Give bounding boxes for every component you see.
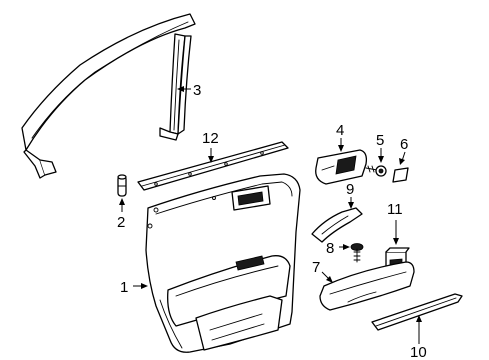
bolt	[350, 243, 364, 263]
handle-bezel	[311, 207, 363, 243]
callout-7: 7	[312, 259, 320, 276]
division-bar-channel	[159, 33, 192, 141]
callout-labels: 3 12 2 1 4 5 6 9 11 8 7 10	[117, 82, 427, 360]
trim-cap	[392, 167, 409, 183]
lower-molding-strip	[371, 293, 463, 331]
callout-6: 6	[400, 136, 408, 153]
leader-lines	[119, 86, 422, 344]
push-pin	[117, 174, 127, 197]
armrest-pad	[319, 261, 415, 311]
callout-1: 1	[120, 279, 128, 296]
callout-12: 12	[202, 130, 219, 147]
inside-door-handle	[315, 149, 368, 185]
callout-10: 10	[410, 344, 427, 360]
belt-weatherstrip	[137, 141, 289, 191]
callout-5: 5	[376, 132, 384, 149]
callout-9: 9	[346, 181, 354, 198]
door-trim-panel	[145, 173, 301, 353]
callout-4: 4	[336, 122, 344, 139]
window-frame-weatherstrip	[21, 13, 196, 179]
callout-2: 2	[117, 214, 125, 231]
callout-11: 11	[387, 201, 403, 218]
callout-3: 3	[193, 82, 201, 99]
screw	[365, 165, 387, 177]
callout-8: 8	[326, 240, 334, 257]
